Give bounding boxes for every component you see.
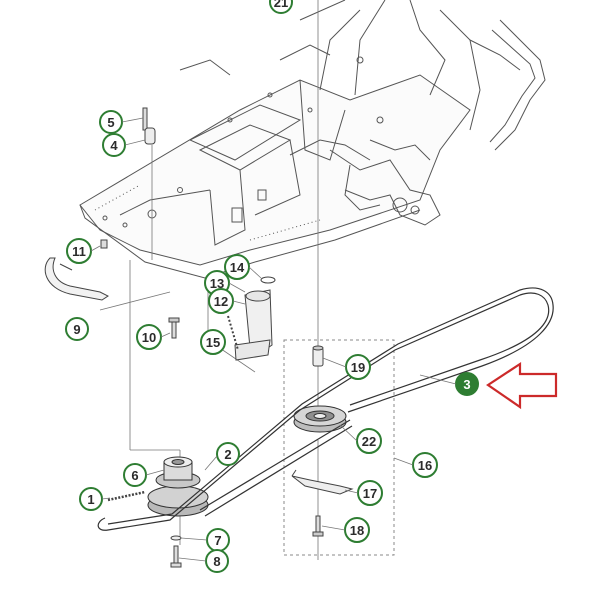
- callout-7-label: 7: [214, 533, 221, 548]
- callout-3-label: 3: [463, 377, 470, 392]
- callout-5: 5: [99, 110, 123, 134]
- part-bolt-10: [168, 317, 180, 339]
- mower-frame: [80, 0, 545, 278]
- callout-2: 2: [216, 442, 240, 466]
- callout-22-label: 22: [362, 434, 376, 449]
- callout-13-label: 13: [210, 276, 224, 291]
- callout-15: 15: [200, 329, 226, 355]
- callout-17-label: 17: [363, 486, 377, 501]
- callout-6-label: 6: [131, 468, 138, 483]
- callout-16: 16: [412, 452, 438, 478]
- part-idler-pulley-22: [293, 405, 347, 433]
- part-washer-7: [170, 535, 182, 541]
- part-bolt-5: [142, 107, 156, 145]
- part-bracket-9: [44, 239, 109, 301]
- callout-9: 9: [65, 317, 89, 341]
- callout-4: 4: [102, 133, 126, 157]
- part-tensioner-12-13: [227, 276, 276, 361]
- part-bracket-17: [291, 469, 354, 495]
- callout-21-label: 21: [274, 0, 288, 10]
- part-bolt-18: [312, 515, 324, 537]
- callout-2-label: 2: [224, 447, 231, 462]
- callout-18: 18: [344, 517, 370, 543]
- assembly-box-16: [283, 339, 395, 556]
- callout-22: 22: [356, 428, 382, 454]
- callout-6: 6: [123, 463, 147, 487]
- callout-21: 21: [269, 0, 293, 14]
- part-bolt-8: [170, 545, 182, 568]
- callout-5-label: 5: [107, 115, 114, 130]
- callout-12-label: 12: [214, 294, 228, 309]
- callout-18-label: 18: [350, 523, 364, 538]
- callout-11: 11: [66, 238, 92, 264]
- callout-14-label: 14: [230, 260, 245, 275]
- callout-15-label: 15: [206, 335, 220, 350]
- callout-leaders: [90, 117, 457, 562]
- callout-1-label: 1: [87, 492, 94, 507]
- callout-14: 14: [224, 254, 250, 280]
- callout-8-label: 8: [213, 554, 220, 569]
- callout-4-label: 4: [110, 138, 118, 153]
- part-key-1: [107, 490, 146, 502]
- callout-7: 7: [206, 528, 230, 552]
- part-spacer-19: [312, 345, 324, 367]
- callout-16-label: 16: [418, 458, 432, 473]
- callout-11-label: 11: [72, 244, 86, 259]
- callout-9-label: 9: [73, 322, 80, 337]
- callout-17: 17: [357, 480, 383, 506]
- callout-12: 12: [208, 288, 234, 314]
- highlight-arrow: [486, 361, 558, 410]
- part-drive-pulley-6: [147, 456, 209, 517]
- callout-3-highlighted: 3: [455, 372, 479, 396]
- callout-10-label: 10: [142, 330, 156, 345]
- callout-8: 8: [205, 549, 229, 573]
- callout-19: 19: [345, 354, 371, 380]
- part-belt-3: [97, 287, 554, 531]
- callout-1: 1: [79, 487, 103, 511]
- callout-10: 10: [136, 324, 162, 350]
- callout-19-label: 19: [351, 360, 365, 375]
